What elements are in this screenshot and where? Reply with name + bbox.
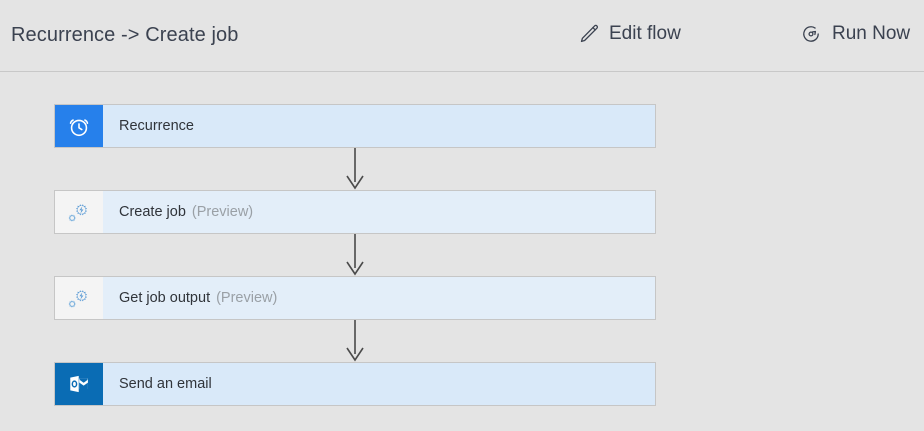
connector-2-3 <box>342 234 368 276</box>
page-title: Recurrence -> Create job <box>11 24 239 46</box>
flow-step-label: Recurrence <box>103 105 194 147</box>
run-now-button[interactable]: Run Now <box>799 22 910 46</box>
flow-step-label: Get job output (Preview) <box>103 277 277 319</box>
edit-flow-button[interactable]: Edit flow <box>576 22 681 46</box>
step-title: Recurrence <box>119 118 194 134</box>
step-title: Create job <box>119 204 186 220</box>
step-title: Get job output <box>119 290 211 306</box>
gear-lightning-icon <box>55 277 103 319</box>
gear-lightning-icon <box>55 191 103 233</box>
connector-1-2 <box>342 148 368 190</box>
pencil-icon <box>576 22 600 46</box>
step-title: Send an email <box>119 376 212 392</box>
edit-flow-label: Edit flow <box>609 23 681 44</box>
outlook-icon <box>55 363 103 405</box>
preview-badge: (Preview) <box>191 204 254 220</box>
flow-step-label: Send an email <box>103 363 212 405</box>
flow-canvas: Recurrence Create job (Previ <box>0 73 924 431</box>
flow-step-label: Create job (Preview) <box>103 191 253 233</box>
page-header: Recurrence -> Create job Edit flow Run N… <box>0 0 924 72</box>
flow-step-send-an-email[interactable]: Send an email <box>54 362 656 406</box>
flow-step-recurrence[interactable]: Recurrence <box>54 104 656 148</box>
run-now-label: Run Now <box>832 23 911 44</box>
flow-step-create-job[interactable]: Create job (Preview) <box>54 190 656 234</box>
connector-3-4 <box>342 320 368 362</box>
preview-badge: (Preview) <box>216 290 278 306</box>
alarm-clock-icon <box>55 105 103 147</box>
flow-step-get-job-output[interactable]: Get job output (Preview) <box>54 276 656 320</box>
run-circle-icon <box>799 22 823 46</box>
